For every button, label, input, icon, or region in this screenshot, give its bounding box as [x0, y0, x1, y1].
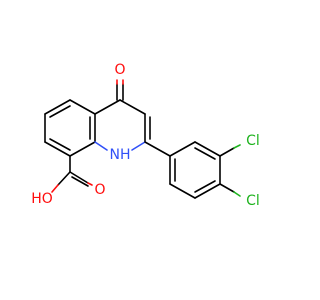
chlorine-bottom-label: Cl — [246, 193, 260, 209]
hydroxyl-label: HO — [31, 191, 53, 207]
ketone-oxygen-label: O — [114, 62, 125, 78]
benzo-ring — [44, 99, 96, 157]
acid-oxygen-label: O — [94, 182, 105, 198]
carboxylic-acid-group: O HO — [31, 155, 106, 207]
nitrogen-label: NH — [110, 147, 131, 163]
aryl-link-bond — [144, 141, 171, 157]
pyridinone-ring — [94, 99, 151, 151]
molecule-structure: O NH O HO Cl Cl — [31, 62, 260, 209]
dichlorophenyl-ring — [169, 141, 221, 199]
ketone-group: O — [114, 62, 126, 101]
chlorine-substituents: Cl Cl — [219, 133, 260, 209]
chlorine-top-label: Cl — [246, 133, 260, 149]
